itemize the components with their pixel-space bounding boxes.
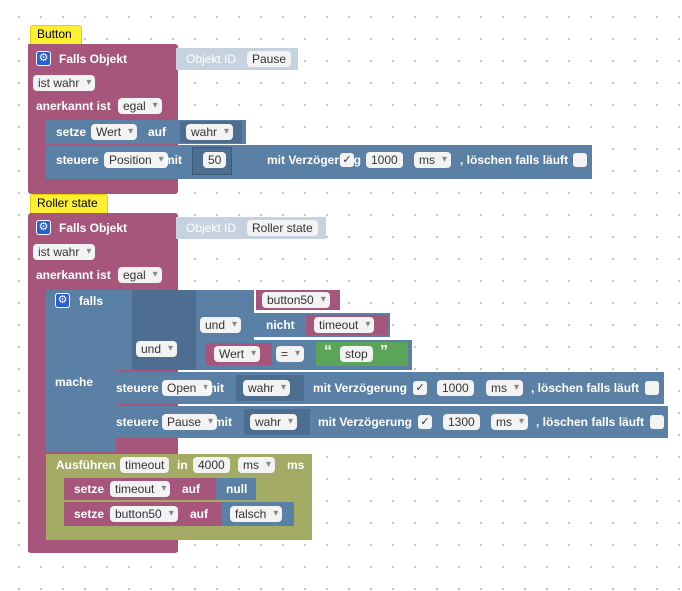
setze-label: setze bbox=[74, 482, 105, 496]
steuere-target-dropdown[interactable]: Open bbox=[162, 380, 213, 396]
auf-label: auf bbox=[190, 507, 208, 521]
timer-unit-label: ms bbox=[287, 458, 305, 472]
delay-input[interactable]: 1000 bbox=[437, 380, 474, 396]
ist-wahr-dropdown-2[interactable]: ist wahr bbox=[33, 244, 96, 260]
falls-objekt-label-2: Falls Objekt bbox=[59, 221, 128, 235]
delay-label: mit Verzögerung bbox=[267, 153, 362, 167]
object-id-value-2[interactable]: Roller state bbox=[247, 220, 318, 236]
falls-label: falls bbox=[79, 294, 104, 308]
anerkannt-dropdown-1[interactable]: egal bbox=[118, 98, 162, 114]
unit-dropdown[interactable]: ms bbox=[486, 380, 523, 396]
falls-block-footer bbox=[46, 438, 116, 452]
und-dropdown-inner[interactable]: und bbox=[200, 317, 242, 333]
comment-text: Roller state bbox=[37, 196, 98, 210]
steuere-target-dropdown[interactable]: Position bbox=[104, 152, 168, 168]
und-block-outer[interactable] bbox=[132, 290, 196, 370]
steuere-target-dropdown[interactable]: Pause bbox=[162, 414, 218, 430]
setze-label: setze bbox=[56, 125, 87, 139]
setze-var-dropdown[interactable]: button50 bbox=[110, 506, 178, 522]
clear-checkbox[interactable] bbox=[573, 153, 587, 167]
clear-label: , löschen falls läuft bbox=[460, 153, 569, 167]
steuere-label: steuere bbox=[116, 381, 159, 395]
mit-label: mit bbox=[214, 415, 232, 429]
event-block-2-footer bbox=[28, 540, 178, 552]
delay-checkbox[interactable]: ✓ bbox=[413, 381, 427, 395]
ist-wahr-dropdown-1[interactable]: ist wahr bbox=[33, 75, 96, 91]
delay-checkbox[interactable]: ✓ bbox=[418, 415, 432, 429]
timeout-dropdown[interactable]: timeout bbox=[314, 317, 375, 333]
delay-label: mit Verzögerung bbox=[318, 415, 413, 429]
delay-input[interactable]: 1300 bbox=[443, 414, 480, 430]
unit-dropdown[interactable]: ms bbox=[414, 152, 451, 168]
comment-button[interactable]: Button bbox=[30, 25, 82, 45]
setze-field-dropdown[interactable]: Wert bbox=[91, 124, 138, 140]
timer-value-input[interactable]: 4000 bbox=[193, 457, 230, 473]
clear-label: , löschen falls läuft bbox=[536, 415, 645, 429]
null-value: null bbox=[226, 482, 248, 496]
null-value-block[interactable] bbox=[216, 478, 256, 500]
event-block-1-header bbox=[28, 44, 176, 72]
stop-text-input[interactable]: stop bbox=[340, 346, 373, 362]
object-id-label-2: Objekt ID bbox=[186, 221, 237, 235]
gear-icon[interactable]: ⚙ bbox=[36, 51, 51, 66]
gear-icon[interactable]: ⚙ bbox=[55, 293, 70, 308]
in-label: in bbox=[177, 458, 188, 472]
unit-dropdown[interactable]: ms bbox=[491, 414, 528, 430]
anerkannt-label-2: anerkannt ist bbox=[36, 268, 111, 282]
und-dropdown-outer[interactable]: und bbox=[136, 341, 178, 357]
mit-value-dropdown[interactable]: wahr bbox=[243, 380, 291, 396]
mache-label: mache bbox=[55, 375, 94, 389]
mit-value-dropdown[interactable]: wahr bbox=[250, 414, 298, 430]
mit-label: mit bbox=[206, 381, 224, 395]
equals-operator-dropdown[interactable]: = bbox=[276, 346, 305, 362]
auf-label: auf bbox=[148, 125, 166, 139]
button50-dropdown[interactable]: button50 bbox=[262, 292, 330, 308]
anerkannt-label-1: anerkannt ist bbox=[36, 99, 111, 113]
falsch-dropdown[interactable]: falsch bbox=[230, 506, 283, 522]
anerkannt-dropdown-2[interactable]: egal bbox=[118, 267, 162, 283]
object-id-value-1[interactable]: Pause bbox=[247, 51, 292, 67]
clear-checkbox[interactable] bbox=[650, 415, 664, 429]
delay-checkbox[interactable]: ✓ bbox=[340, 153, 354, 167]
mit-label: mit bbox=[164, 153, 182, 167]
object-id-label-1: Objekt ID bbox=[186, 52, 237, 66]
quote-open-icon: “ bbox=[324, 343, 332, 360]
ausfuehren-label: Ausführen bbox=[56, 458, 116, 472]
falls-objekt-label-1: Falls Objekt bbox=[59, 52, 128, 66]
clear-checkbox[interactable] bbox=[645, 381, 659, 395]
mit-value-input[interactable]: 50 bbox=[203, 152, 227, 168]
auf-label: auf bbox=[182, 482, 200, 496]
wert-dropdown[interactable]: Wert bbox=[214, 346, 261, 362]
setze-var-dropdown[interactable]: timeout bbox=[110, 481, 171, 497]
quote-close-icon: ” bbox=[380, 343, 388, 360]
clear-label: , löschen falls läuft bbox=[531, 381, 640, 395]
comment-text: Button bbox=[37, 27, 72, 41]
setze-label: setze bbox=[74, 507, 105, 521]
timer-unit-dropdown[interactable]: ms bbox=[238, 457, 275, 473]
nicht-label: nicht bbox=[266, 318, 295, 332]
steuere-label: steuere bbox=[56, 153, 99, 167]
steuere-label: steuere bbox=[116, 415, 159, 429]
delay-label: mit Verzögerung bbox=[313, 381, 408, 395]
gear-icon[interactable]: ⚙ bbox=[36, 220, 51, 235]
timer-var-input[interactable]: timeout bbox=[120, 457, 170, 473]
delay-input[interactable]: 1000 bbox=[366, 152, 403, 168]
comment-roller-state[interactable]: Roller state bbox=[30, 194, 108, 214]
auf-value-dropdown[interactable]: wahr bbox=[186, 124, 234, 140]
